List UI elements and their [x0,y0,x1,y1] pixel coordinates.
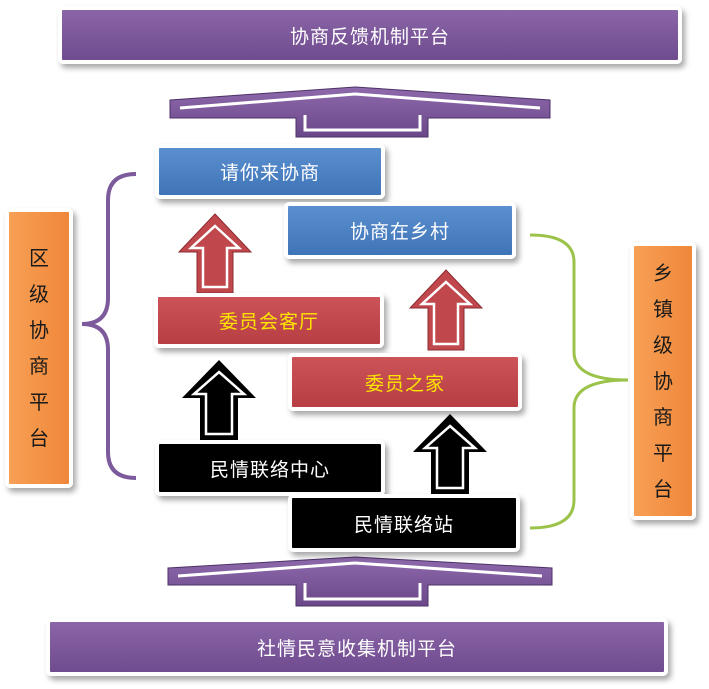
left-platform-label-char: 级 [29,282,49,306]
top-platform-label: 协商反馈机制平台 [289,25,450,48]
left-platform-label-char: 区 [29,246,49,270]
left-platform-label-char: 协 [29,318,49,342]
red-up-arrow-right [408,269,484,351]
right-platform-label-char: 平 [653,441,673,465]
top-double-arrow [169,86,551,138]
right-platform-label-char: 级 [653,333,673,357]
node-wei-yuan-zhi-jia: 委员之家 [288,353,522,411]
right-platform-label-char: 乡 [653,261,673,285]
right-platform-label-char: 协 [653,369,673,393]
left-platform-label-char: 台 [29,426,49,450]
red-up-arrow-left [177,213,253,294]
black-up-arrow-right [413,414,487,494]
right-platform-box: 乡镇级协商平台 [630,242,696,520]
node-qing-ni-lai-xie-shang: 请你来协商 [155,144,385,199]
node-min-qing-lian-luo-zhan: 民情联络站 [288,494,520,552]
node-label: 民情联络站 [353,513,454,536]
right-platform-label-char: 台 [653,477,673,501]
bottom-platform-bar: 社情民意收集机制平台 [46,618,668,676]
left-platform-label-char: 平 [29,390,49,414]
node-label: 协商在乡村 [349,221,450,243]
node-xie-shang-zai-xiang-cun: 协商在乡村 [284,202,516,259]
node-min-qing-lian-luo-zhong-xin: 民情联络中心 [155,440,385,496]
right-platform-label-char: 商 [653,405,673,429]
top-platform-bar: 协商反馈机制平台 [58,6,682,64]
node-label: 委员之家 [364,372,445,395]
right-brace [529,233,629,530]
bottom-platform-label: 社情民意收集机制平台 [256,637,457,660]
left-brace [81,172,137,480]
node-wei-yuan-hui-ke-ting: 委员会客厅 [154,293,384,348]
node-label: 民情联络中心 [209,458,330,481]
black-up-arrow-left [182,360,256,440]
node-label: 委员会客厅 [218,311,319,333]
left-platform-label-char: 商 [29,354,49,378]
node-label: 请你来协商 [219,162,320,184]
bottom-double-arrow [167,556,553,607]
right-platform-label-char: 镇 [653,297,673,321]
left-platform-box: 区级协商平台 [5,208,73,488]
